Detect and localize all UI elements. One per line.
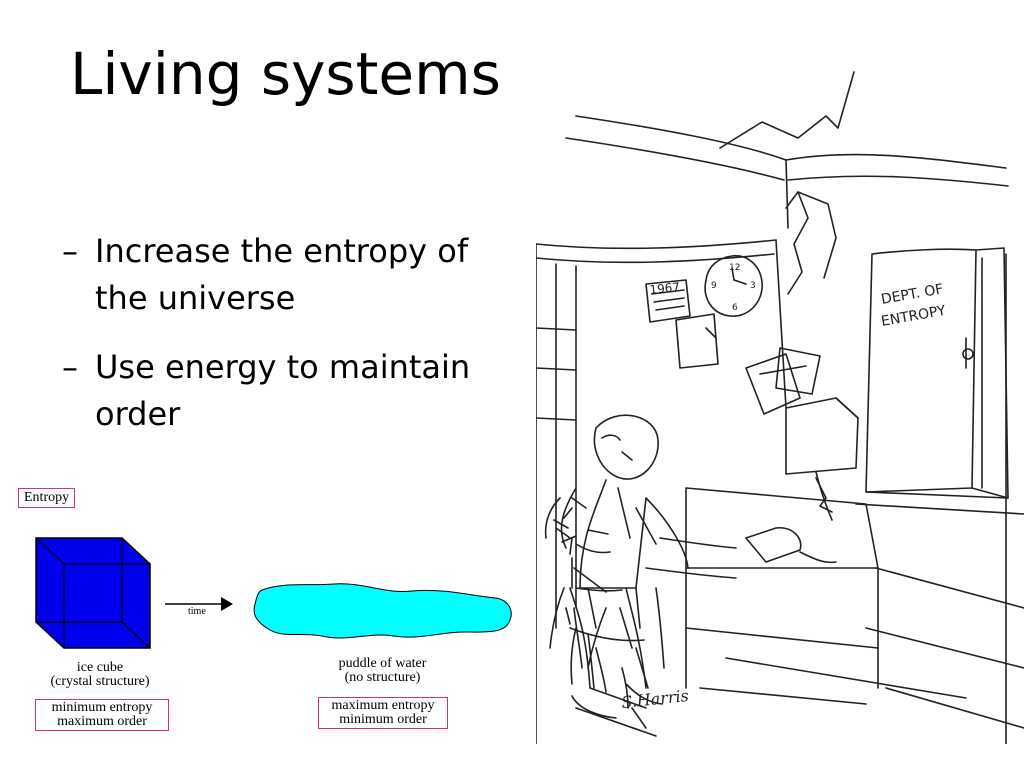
entropy-label: Entropy: [18, 488, 76, 508]
caption-line: ice cube: [76, 660, 124, 675]
ice-cube-icon: [35, 537, 151, 649]
puddle-caption: puddle of water (no structure): [305, 657, 460, 685]
bullet-text: Use energy to maintain order: [95, 348, 471, 433]
cartoon-clock-number: 9: [711, 281, 717, 291]
bullet-item: – Increase the entropy of the universe: [62, 228, 522, 322]
cartoon-signature: S.Harris: [620, 686, 689, 712]
entropy-cartoon-illustration: DEPT. OF ENTROPY 1967 12 3 6 9 S.Harris: [536, 71, 1024, 744]
caption-line: puddle of water: [338, 656, 427, 671]
cartoon-clock-number: 12: [729, 263, 740, 273]
box-line: maximum order: [57, 714, 147, 729]
cartoon-calendar-text: 1967: [649, 280, 681, 297]
slide-title: Living systems: [70, 40, 501, 108]
ice-cube-hidden-edge: [121, 621, 151, 649]
time-label: time: [188, 606, 206, 617]
box-line: minimum order: [339, 712, 427, 727]
bullet-dash: –: [62, 232, 78, 270]
box-line: minimum entropy: [51, 700, 153, 715]
cartoon-sign-text: ENTROPY: [880, 303, 948, 330]
box-line: maximum entropy: [331, 698, 435, 713]
caption-line: (crystal structure): [50, 674, 150, 689]
ice-entropy-box: minimum entropy maximum order: [35, 699, 169, 731]
cartoon-clock-number: 3: [750, 281, 756, 291]
cartoon-clock-number: 6: [732, 303, 738, 313]
time-arrow-icon: [165, 597, 233, 611]
bullet-item: – Use energy to maintain order: [62, 344, 522, 438]
caption-line: (no structure): [344, 670, 421, 685]
puddle-entropy-box: maximum entropy minimum order: [318, 697, 448, 729]
bullet-dash: –: [62, 348, 78, 386]
puddle-icon: [253, 583, 512, 639]
bullet-text: Increase the entropy of the universe: [95, 232, 469, 317]
ice-cube-caption: ice cube (crystal structure): [30, 661, 170, 689]
bullet-list: – Increase the entropy of the universe –…: [62, 228, 522, 460]
